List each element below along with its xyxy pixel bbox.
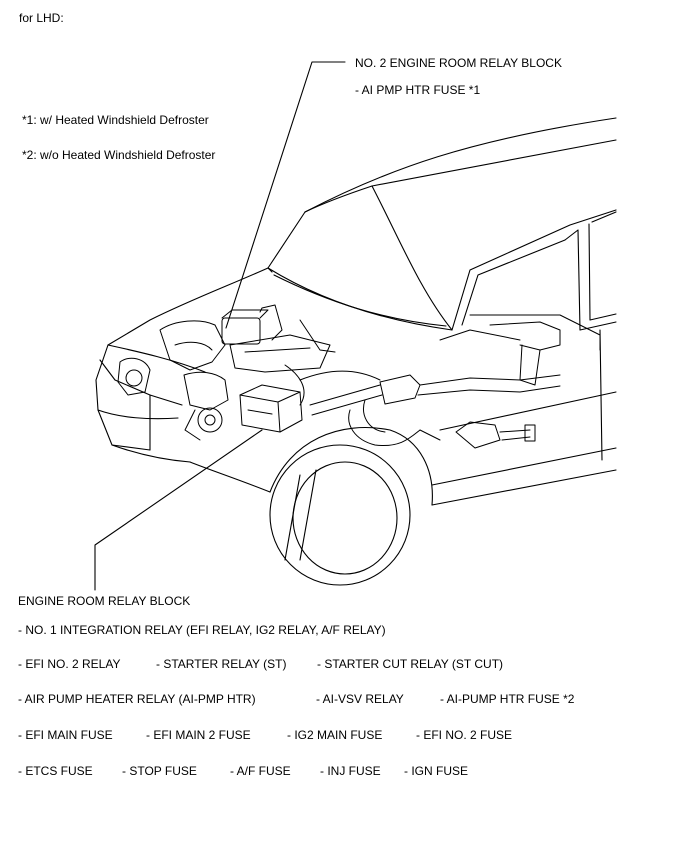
relay-block-2-title: NO. 2 ENGINE ROOM RELAY BLOCK	[355, 56, 562, 70]
relay-list-item: - INJ FUSE	[320, 764, 381, 778]
relay-list-item: - AI-PUMP HTR FUSE *2	[440, 692, 575, 706]
relay-list-item: - A/F FUSE	[230, 764, 291, 778]
relay-list-item: - AI-VSV RELAY	[316, 692, 404, 706]
footnote-1: *1: w/ Heated Windshield Defroster	[22, 113, 209, 127]
footnote-2: *2: w/o Heated Windshield Defroster	[22, 148, 216, 162]
vehicle-engine-room-illustration	[94, 61, 617, 591]
relay-list-item: - EFI MAIN 2 FUSE	[146, 728, 251, 742]
relay-list-item: - IG2 MAIN FUSE	[287, 728, 383, 742]
relay-list-item: - ETCS FUSE	[18, 764, 93, 778]
relay-list-item: - STOP FUSE	[122, 764, 197, 778]
page-title: for LHD:	[19, 11, 64, 25]
relay-block-1-title: ENGINE ROOM RELAY BLOCK	[18, 594, 191, 608]
front-wheel	[269, 444, 411, 586]
engine-components	[117, 304, 601, 449]
relay-list-item: - AIR PUMP HEATER RELAY (AI-PMP HTR)	[18, 692, 256, 706]
relay-list-item: - IGN FUSE	[404, 764, 469, 778]
relay-list-item: - STARTER RELAY (ST)	[156, 657, 287, 671]
relay-list-item: - EFI MAIN FUSE	[18, 728, 113, 742]
relay-list-item: - EFI NO. 2 RELAY	[18, 657, 121, 671]
vehicle-body	[95, 117, 617, 506]
relay-list-item: - EFI NO. 2 FUSE	[416, 728, 513, 742]
relay-list-item: - STARTER CUT RELAY (ST CUT)	[317, 657, 504, 671]
relay-list-item: - NO. 1 INTEGRATION RELAY (EFI RELAY, IG…	[18, 623, 386, 637]
relay-block-2-item: - AI PMP HTR FUSE *1	[355, 83, 481, 97]
leader-lines	[94, 61, 346, 591]
